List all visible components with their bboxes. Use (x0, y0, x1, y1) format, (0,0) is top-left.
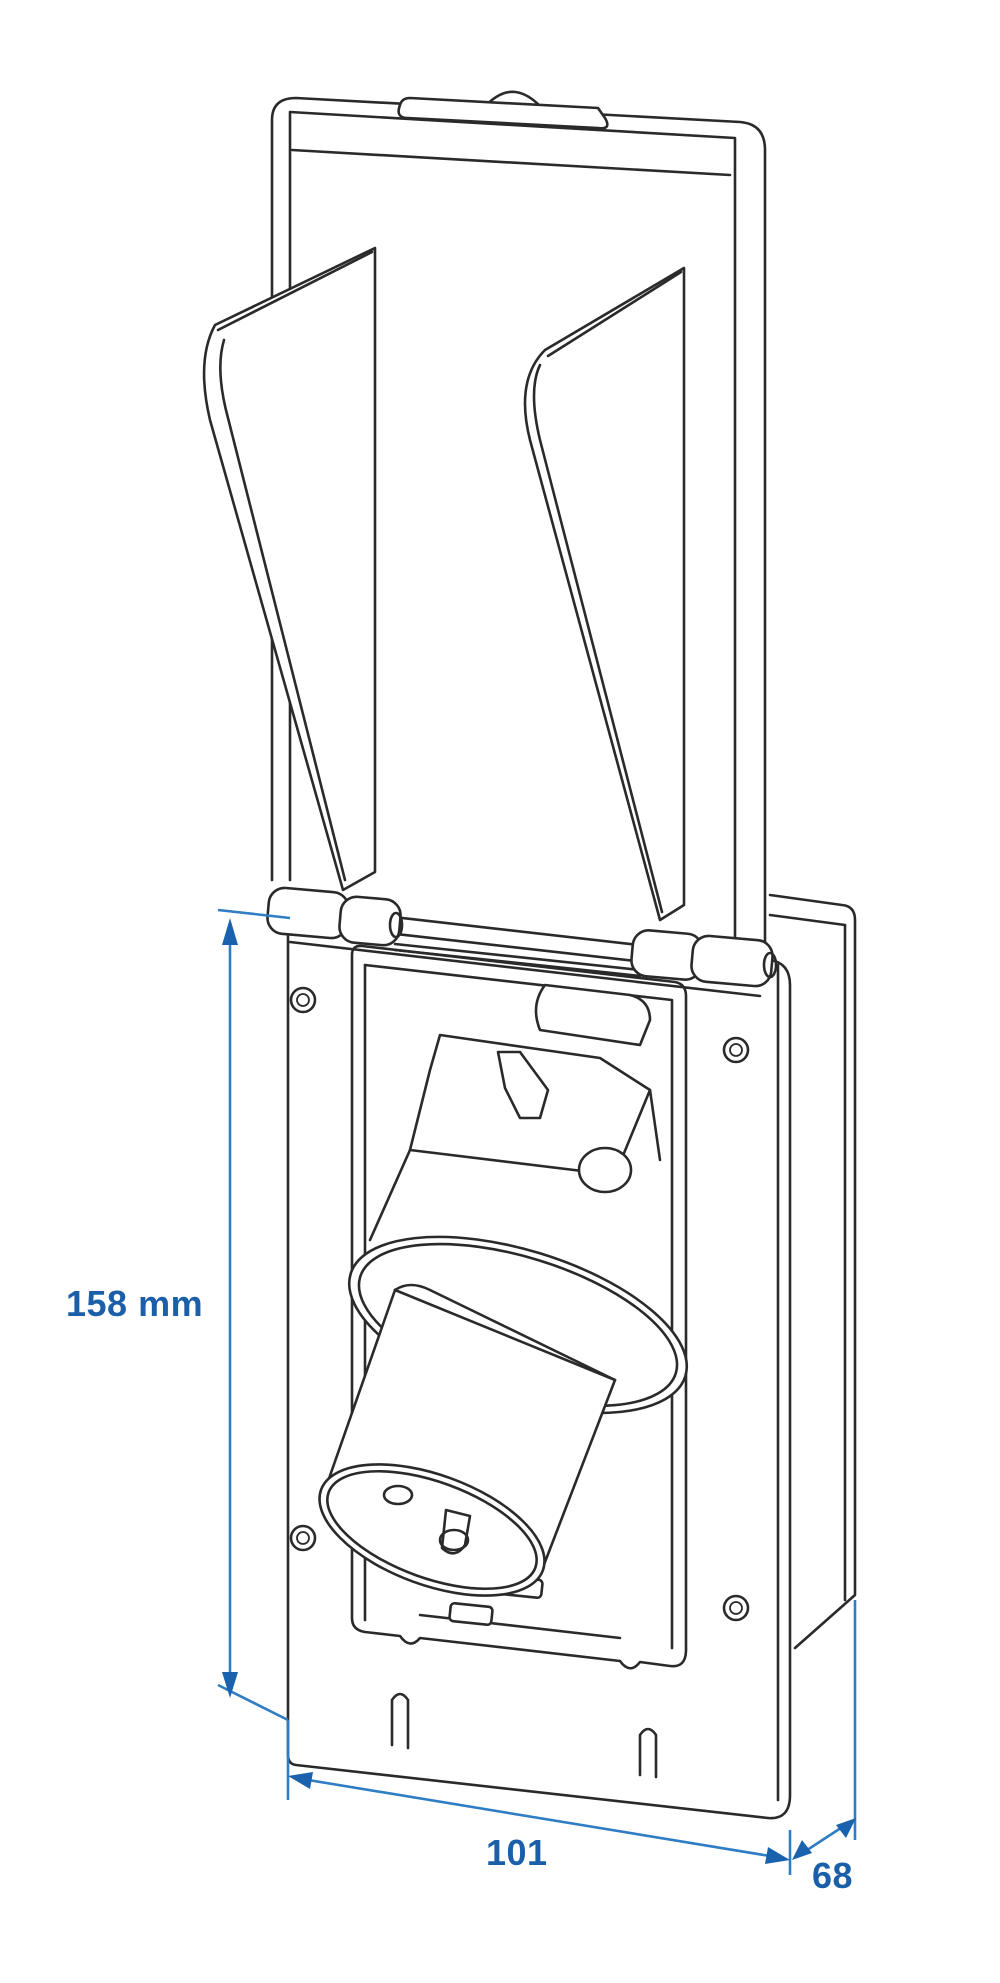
arrow-right-icon (765, 1847, 790, 1864)
housing (768, 893, 857, 1650)
screw-top-right (722, 1036, 750, 1064)
depth-dimension-label: 68 (812, 1855, 854, 1896)
arrow-left-icon (288, 1772, 313, 1789)
left-flap (202, 246, 377, 892)
height-dimension-label: 158 mm (66, 1283, 204, 1324)
hinge (266, 886, 778, 998)
dimension-height (217, 908, 291, 1722)
dimension-width (286, 1720, 792, 1875)
screw-top-left (289, 986, 317, 1014)
dimension-depth (792, 1600, 857, 1860)
socket (318, 983, 689, 1597)
screw-bottom-left (289, 1524, 317, 1552)
screw-bottom-right (722, 1594, 750, 1622)
arrow-up-icon (222, 918, 238, 945)
arrow-depth-end-icon (836, 1818, 856, 1838)
arrow-down-icon (222, 1672, 238, 1698)
arrow-depth-start-icon (792, 1840, 812, 1860)
right-flap (523, 266, 686, 922)
lid (270, 90, 767, 962)
width-dimension-label: 101 (486, 1832, 548, 1873)
